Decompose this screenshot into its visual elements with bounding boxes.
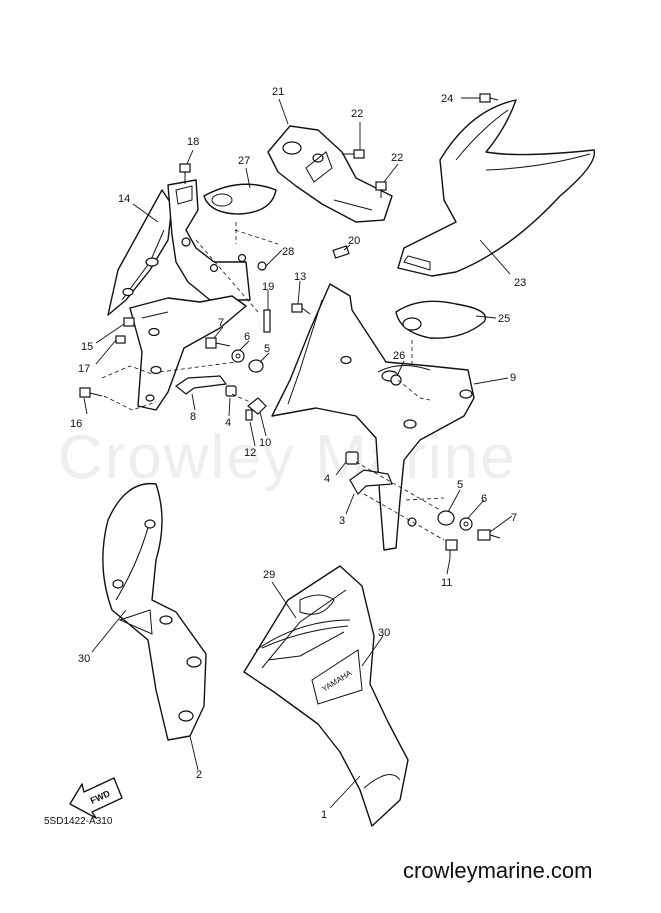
callout-23: 23 [514,277,526,289]
part-2-lower-left-panel [102,482,207,741]
drawing-code: 5SD1422-A310 [44,816,113,827]
callout-20: 20 [348,235,360,247]
screw-12-icon [245,409,253,421]
fwd-arrow-icon: FWD [69,777,123,819]
callout-2: 2 [196,769,202,781]
part-9-front-cover [271,283,475,551]
fastener-15-icon [123,317,135,327]
bracket-3-icon [349,469,393,495]
collar-4a-icon [225,385,237,397]
washer-26-icon [390,374,402,386]
bolt-18-icon [179,163,191,173]
grommet-5a-icon [248,359,264,373]
washer-6b-icon [459,517,473,531]
callout-3: 3 [339,515,345,527]
callout-9: 9 [510,372,516,384]
website-label: crowleymarine.com [403,858,593,883]
washer-6a-icon [231,349,245,363]
callout-7b: 7 [511,512,517,524]
part-27-small-cover [203,183,277,215]
bolt-13-icon [291,303,303,313]
callout-22a: 22 [351,108,363,120]
part-1-lower-right-panel: YAMAHA [243,565,409,827]
bolt-22b-icon [375,181,387,191]
callout-13: 13 [294,271,306,283]
bolt-24-icon [479,93,491,103]
callout-14: 14 [118,193,130,205]
watermark-text: Crowley Marine [58,423,517,492]
callout-6b: 6 [481,493,487,505]
callout-16-17: 17 [78,363,90,375]
callout-26: 26 [393,350,405,362]
callout-27: 27 [238,155,250,167]
callout-labels: 1 2 3 4 4 5 5 6 6 7 7 8 9 10 11 12 13 14… [70,86,526,821]
washer-28-icon [257,261,267,271]
pin-19-icon [263,309,271,333]
grommet-5b-icon [437,510,455,526]
callout-4a: 4 [225,417,231,429]
callout-6a: 6 [244,331,250,343]
assembly-dashed-lines [101,222,445,541]
part-23-top-cowling [397,99,596,277]
callout-11: 11 [441,577,452,589]
part-21-upper-cover [267,125,393,223]
callout-28: 28 [282,246,294,258]
callout-22b: 22 [391,152,403,164]
bolt-11-icon [445,539,458,551]
callout-19: 19 [262,281,274,293]
part-center-panel [129,295,247,411]
collar-4b-icon [345,451,359,465]
callout-7a: 7 [218,317,224,329]
callout-18: 18 [187,136,199,148]
bolt-7a-icon [205,337,217,349]
part-25-oval-cover [395,300,487,339]
screw-17-icon [115,335,126,344]
callout-4b: 4 [324,473,330,485]
nut-10-icon [247,397,267,415]
callout-30b: 30 [378,627,390,639]
callout-8: 8 [190,411,196,423]
callout-5b: 5 [457,479,463,491]
bolt-16-icon [79,387,91,398]
callout-16: 16 [70,418,82,430]
callout-25: 25 [498,313,510,325]
callout-1: 1 [321,809,327,821]
callout-10: 10 [259,437,271,449]
bracket-8-icon [174,375,228,395]
callout-30a: 30 [78,653,90,665]
callout-15: 15 [81,341,93,353]
callout-24: 24 [441,93,453,105]
bolt-22a-icon [353,149,365,159]
callout-21: 21 [272,86,284,98]
callout-29: 29 [263,569,275,581]
part-inner-frame-bracket [167,179,251,301]
callout-12: 12 [244,447,256,459]
leader-lines [83,97,513,809]
bolt-7b-icon [477,529,491,541]
callout-5a: 5 [264,343,270,355]
